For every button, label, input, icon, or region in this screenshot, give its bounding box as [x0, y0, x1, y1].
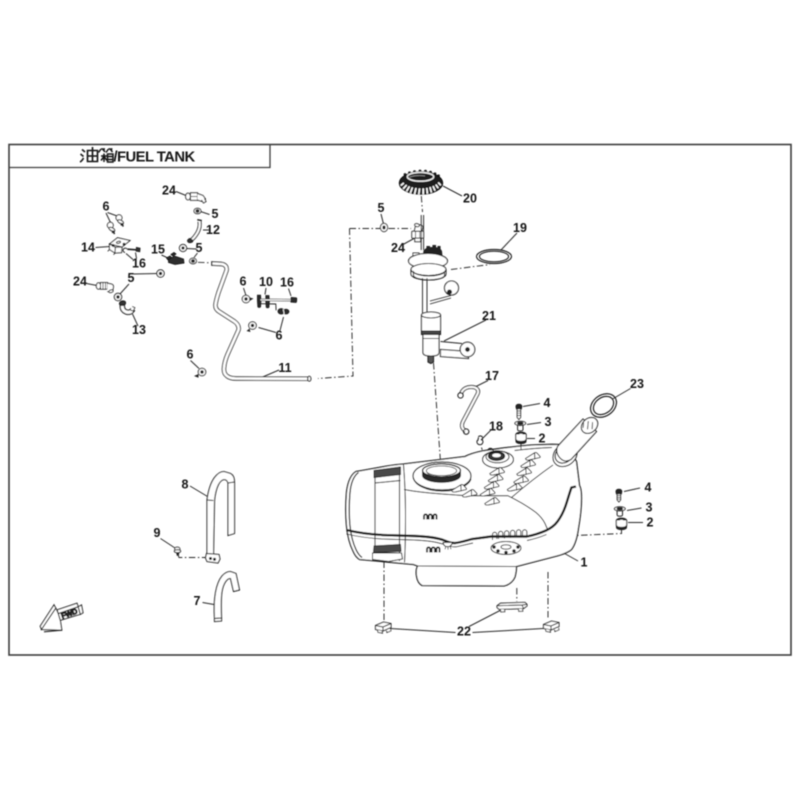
svg-text:3: 3 [646, 501, 653, 515]
svg-text:21: 21 [482, 309, 496, 323]
svg-text:6: 6 [187, 348, 194, 362]
svg-text:16: 16 [132, 257, 146, 271]
svg-text:9: 9 [154, 526, 161, 540]
svg-text:24: 24 [391, 241, 405, 255]
svg-text:12: 12 [206, 223, 220, 237]
svg-text:5: 5 [128, 271, 135, 285]
svg-text:7: 7 [194, 594, 201, 608]
svg-text:5: 5 [196, 241, 203, 255]
svg-text:22: 22 [457, 625, 471, 639]
svg-text:/FUEL TANK: /FUEL TANK [114, 150, 196, 166]
svg-text:14: 14 [81, 241, 95, 255]
svg-text:17: 17 [485, 369, 499, 383]
svg-text:23: 23 [630, 377, 644, 391]
svg-text:15: 15 [151, 243, 165, 257]
svg-text:2: 2 [539, 432, 546, 446]
svg-text:19: 19 [513, 221, 527, 235]
svg-text:6: 6 [103, 200, 110, 214]
svg-text:6: 6 [240, 275, 247, 289]
svg-text:20: 20 [463, 192, 477, 206]
svg-text:4: 4 [645, 481, 652, 495]
svg-text:3: 3 [545, 415, 552, 429]
svg-text:4: 4 [544, 396, 551, 410]
svg-text:24: 24 [73, 275, 87, 289]
svg-text:8: 8 [182, 478, 189, 492]
svg-text:6: 6 [276, 329, 283, 343]
svg-text:24: 24 [162, 184, 176, 198]
svg-text:11: 11 [278, 361, 291, 375]
svg-text:5: 5 [212, 207, 219, 221]
svg-text:5: 5 [378, 201, 385, 215]
svg-text:2: 2 [647, 516, 654, 530]
svg-text:16: 16 [280, 276, 294, 290]
svg-text:10: 10 [259, 275, 273, 289]
svg-text:1: 1 [581, 556, 588, 570]
svg-text:18: 18 [489, 420, 503, 434]
svg-text:13: 13 [132, 323, 146, 337]
